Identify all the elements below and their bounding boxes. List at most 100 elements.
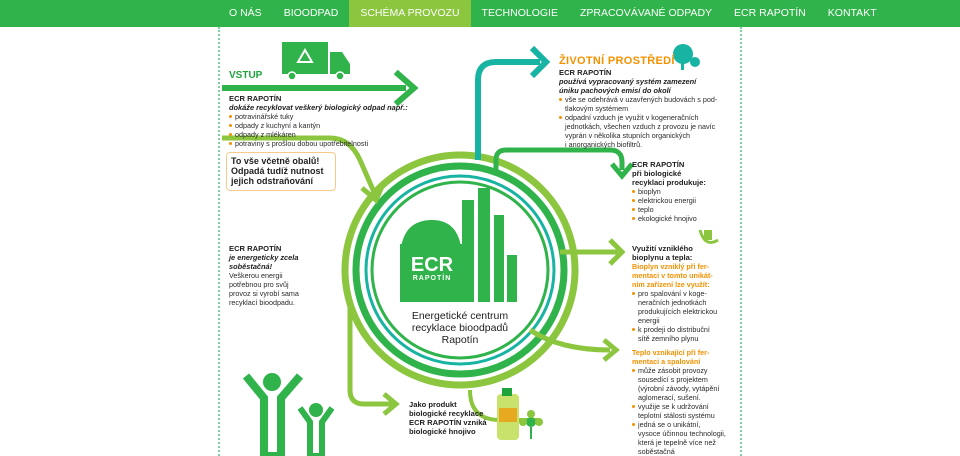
production-text-block: ECR RAPOTÍN při biologické recyklaci pro… [632,160,732,223]
input-list: potravinářské tuky odpady z kuchyní a ka… [229,112,429,148]
heat-arrow [528,327,611,353]
truck-icon [282,42,350,81]
ecr-logo-top: ECR [410,254,454,276]
list-item: může zásobit provozy sousedící s projekt… [632,366,738,402]
center-caption: Energetické centrum recyklace bioodpadů … [400,310,520,346]
plug-icon [698,229,719,244]
production-arrow-head [610,162,634,180]
ecr-factory-logo [400,188,517,302]
production-header: ECR RAPOTÍN [632,160,685,169]
list-item-line: odpadní vzduch je využit v kogeneračních [565,113,699,122]
heat-text-block: Teplo vznikající při fer- mentaci a spal… [632,348,738,456]
list-item-line: neračních jednotkách [638,298,707,307]
environment-text-block: ECR RAPOTÍN používá vypracovaný systém z… [559,68,734,149]
environment-arrow [475,59,540,160]
environment-arrow-head [529,45,551,79]
nav-item[interactable]: O NÁS [229,7,262,19]
list-item-line: (výrobní závody, vytápění [638,384,720,393]
biogas-highlight: mentaci v tomto unikát- [632,271,713,280]
ecr-logo-text: ECR RAPOTÍN [402,255,462,282]
list-item-line: sousedící s projektem [638,375,708,384]
biogas-arrow-head [608,238,626,266]
list-item-line: sítě zemního plynu [638,334,699,343]
list-item-line: vyprán v několika stupních organických [565,131,691,140]
nav-item[interactable]: SCHÉMA PROVOZU [349,0,471,27]
input-subheader: dokáže recyklovat veškerý biologický odp… [229,103,408,112]
list-item-line: k prodeji do distribuční [638,325,710,334]
environment-title: ŽIVOTNÍ PROSTŘEDÍ [559,55,675,67]
energy-text-block: ECR RAPOTÍN je energeticky zcela soběsta… [229,244,339,307]
left-dotted-guide [218,27,220,456]
biogas-header: Využití vzniklého [632,244,693,253]
tree-icon [673,44,700,70]
list-item: pro spalování v koge- neračních jednotká… [632,289,738,325]
input-arrow-head [393,69,419,107]
input-curve-head [360,180,387,205]
list-item: ekologické hnojivo [632,214,732,223]
biogas-list: pro spalování v koge- neračních jednotká… [632,289,738,343]
list-item-line: vysoce účinnou technologii, [638,429,726,438]
list-item: odpadní vzduch je využit v kogeneračních… [559,113,734,149]
list-item: potravinářské tuky [229,112,429,121]
list-item: odpady z mlékáren [229,130,429,139]
list-item-line: která je tepelně více než [638,438,716,447]
ring-green [352,162,568,378]
energy-text: Veškerou energii [229,271,283,280]
nav-item[interactable]: ECR RAPOTÍN [734,7,806,19]
energy-text: provoz si vyrobí sama [229,289,299,298]
list-item-line: i anorganických biofiltrů. [565,140,643,149]
heat-highlight: Teplo vznikající při fer- [632,348,710,357]
nav-item[interactable]: KONTAKT [827,7,877,19]
environment-subheader: používá vypracovaný systém zamezení [559,77,697,86]
biogas-highlight: Bioplyn vzniklý při fer- [632,262,710,271]
energy-subheader: soběstačná! [229,262,273,271]
list-item: potraviny s prošlou dobou upotřebitelnos… [229,139,429,148]
nav-menu: O NÁS BIOODPAD SCHÉMA PROVOZU TECHNOLOGIE ZP… [218,0,888,27]
ring-teal [364,174,556,366]
biogas-highlight: ním zařízení lze využít: [632,280,710,289]
production-subheader: při biologické [632,169,682,178]
nav-item[interactable]: BIOODPAD [283,7,339,19]
product-line: biologické hnojivo [409,427,476,436]
top-navigation: O NÁS BIOODPAD SCHÉMA PROVOZU TECHNOLOGIE ZP… [0,0,960,27]
product-line: ECR RAPOTÍN vzniká [409,418,487,427]
list-item: k prodeji do distribuční sítě zemního pl… [632,325,738,343]
callout-line: Odpadá tudíž nutnost [231,166,324,176]
input-text-block: ECR RAPOTÍN dokáže recyklovat veškerý bi… [229,94,429,148]
list-item-line: soběstačná [638,447,675,456]
list-item-line: produkujících elektrickou [638,307,718,316]
nav-item[interactable]: TECHNOLOGIE [481,7,558,19]
list-item: odpady z kuchyní a kantýn [229,121,429,130]
center-caption-line: Energetické centrum [411,310,509,322]
biogas-text-block: Využití vzniklého bioplynu a tepla: Biop… [632,244,738,343]
input-header: ECR RAPOTÍN [229,94,282,103]
list-item-line: jedná se o unikátní, [638,420,701,429]
heat-list: může zásobit provozy sousedící s projekt… [632,366,738,456]
energy-text: potřebnou pro svůj [229,280,289,289]
list-item-line: aglomerací, sušení. [638,393,701,402]
list-item: elektrickou energii [632,196,732,205]
energy-subheader: je energeticky zcela [229,253,299,262]
heat-arrow-head [602,338,620,362]
right-dotted-guide [740,27,742,456]
list-item-line: tlakovým systémem [565,104,629,113]
input-curve-arrow [222,135,377,194]
nav-item[interactable]: ZPRACOVÁVANÉ ODPADY [579,7,713,19]
list-item: vše se odehrává v uzavřených budovách s … [559,95,734,113]
production-list: bioplyn elektrickou energii teplo ekolog… [632,187,732,223]
heat-highlight: mentaci a spalování [632,357,701,366]
biogas-header: bioplynu a tepla: [632,253,693,262]
callout-line: jejich odstraňování [231,176,314,186]
list-item-line: může zásobit provozy [638,366,708,375]
product-line: Jako produkt [409,400,457,409]
center-caption-line: Rapotín [441,334,479,346]
list-item-line: využije se k udržování [638,402,709,411]
product-text-block: Jako produkt biologické recyklace ECR RA… [409,400,504,436]
callout-line: To vše včetně obalů! [231,156,320,166]
energy-text: recyklací bioodpadu. [229,298,295,307]
list-item: bioplyn [632,187,732,196]
packaging-callout: To vše včetně obalů! Odpadá tudíž nutnos… [226,152,336,191]
list-item-line: energii [638,316,660,325]
production-subheader: recyklaci produkuje: [632,178,706,187]
list-item-line: pro spalování v koge- [638,289,707,298]
